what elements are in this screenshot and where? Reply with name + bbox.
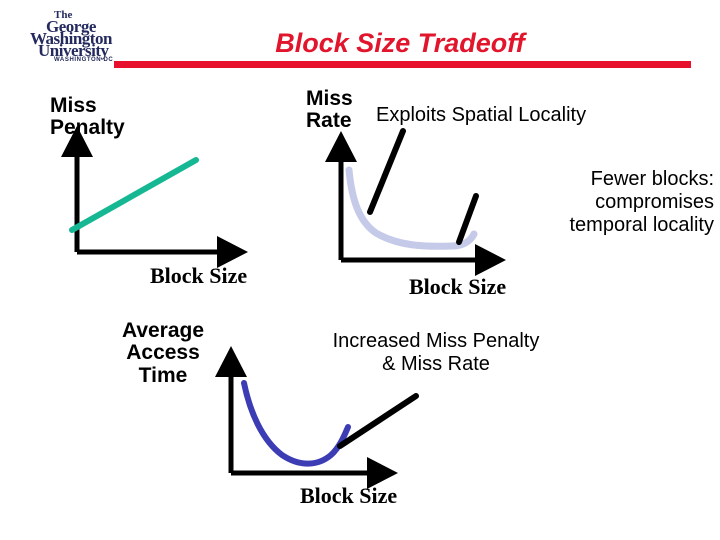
- logo-line-the: The: [54, 9, 73, 21]
- logo-line-university: University: [38, 41, 109, 60]
- logo-line-city: WASHINGTON DC: [54, 57, 114, 63]
- chart3-pointer-increased: [337, 393, 419, 449]
- increased-penalty-note: Increased Miss Penalty & Miss Rate: [332, 330, 540, 375]
- page-title: Block Size Tradeoff: [275, 28, 525, 58]
- gwu-logo: The George Washington University WASHING…: [24, 10, 132, 64]
- chart2-curve: [345, 166, 478, 250]
- average-access-time-chart: [214, 346, 419, 489]
- miss-rate-chart: [324, 128, 506, 276]
- chart2-pointer-spatial: [367, 128, 406, 215]
- chart3-y-axis-label: Average Access Time: [121, 319, 205, 387]
- chart3-curve: [241, 380, 351, 467]
- title-divider: [114, 61, 691, 68]
- chart2-pointer-temporal: [456, 193, 479, 245]
- logo-line-washington: Washington: [30, 29, 112, 48]
- miss-penalty-chart: [60, 126, 248, 268]
- chart1-curve: [69, 157, 199, 233]
- logo-line-george: George: [46, 17, 96, 36]
- chart2-y-axis-label: Miss Rate: [306, 87, 353, 133]
- chart2-x-axis-label: Block Size: [409, 274, 507, 299]
- temporal-locality-note: Fewer blocks: compromises temporal local…: [569, 168, 714, 236]
- spatial-locality-note: Exploits Spatial Locality: [376, 104, 587, 126]
